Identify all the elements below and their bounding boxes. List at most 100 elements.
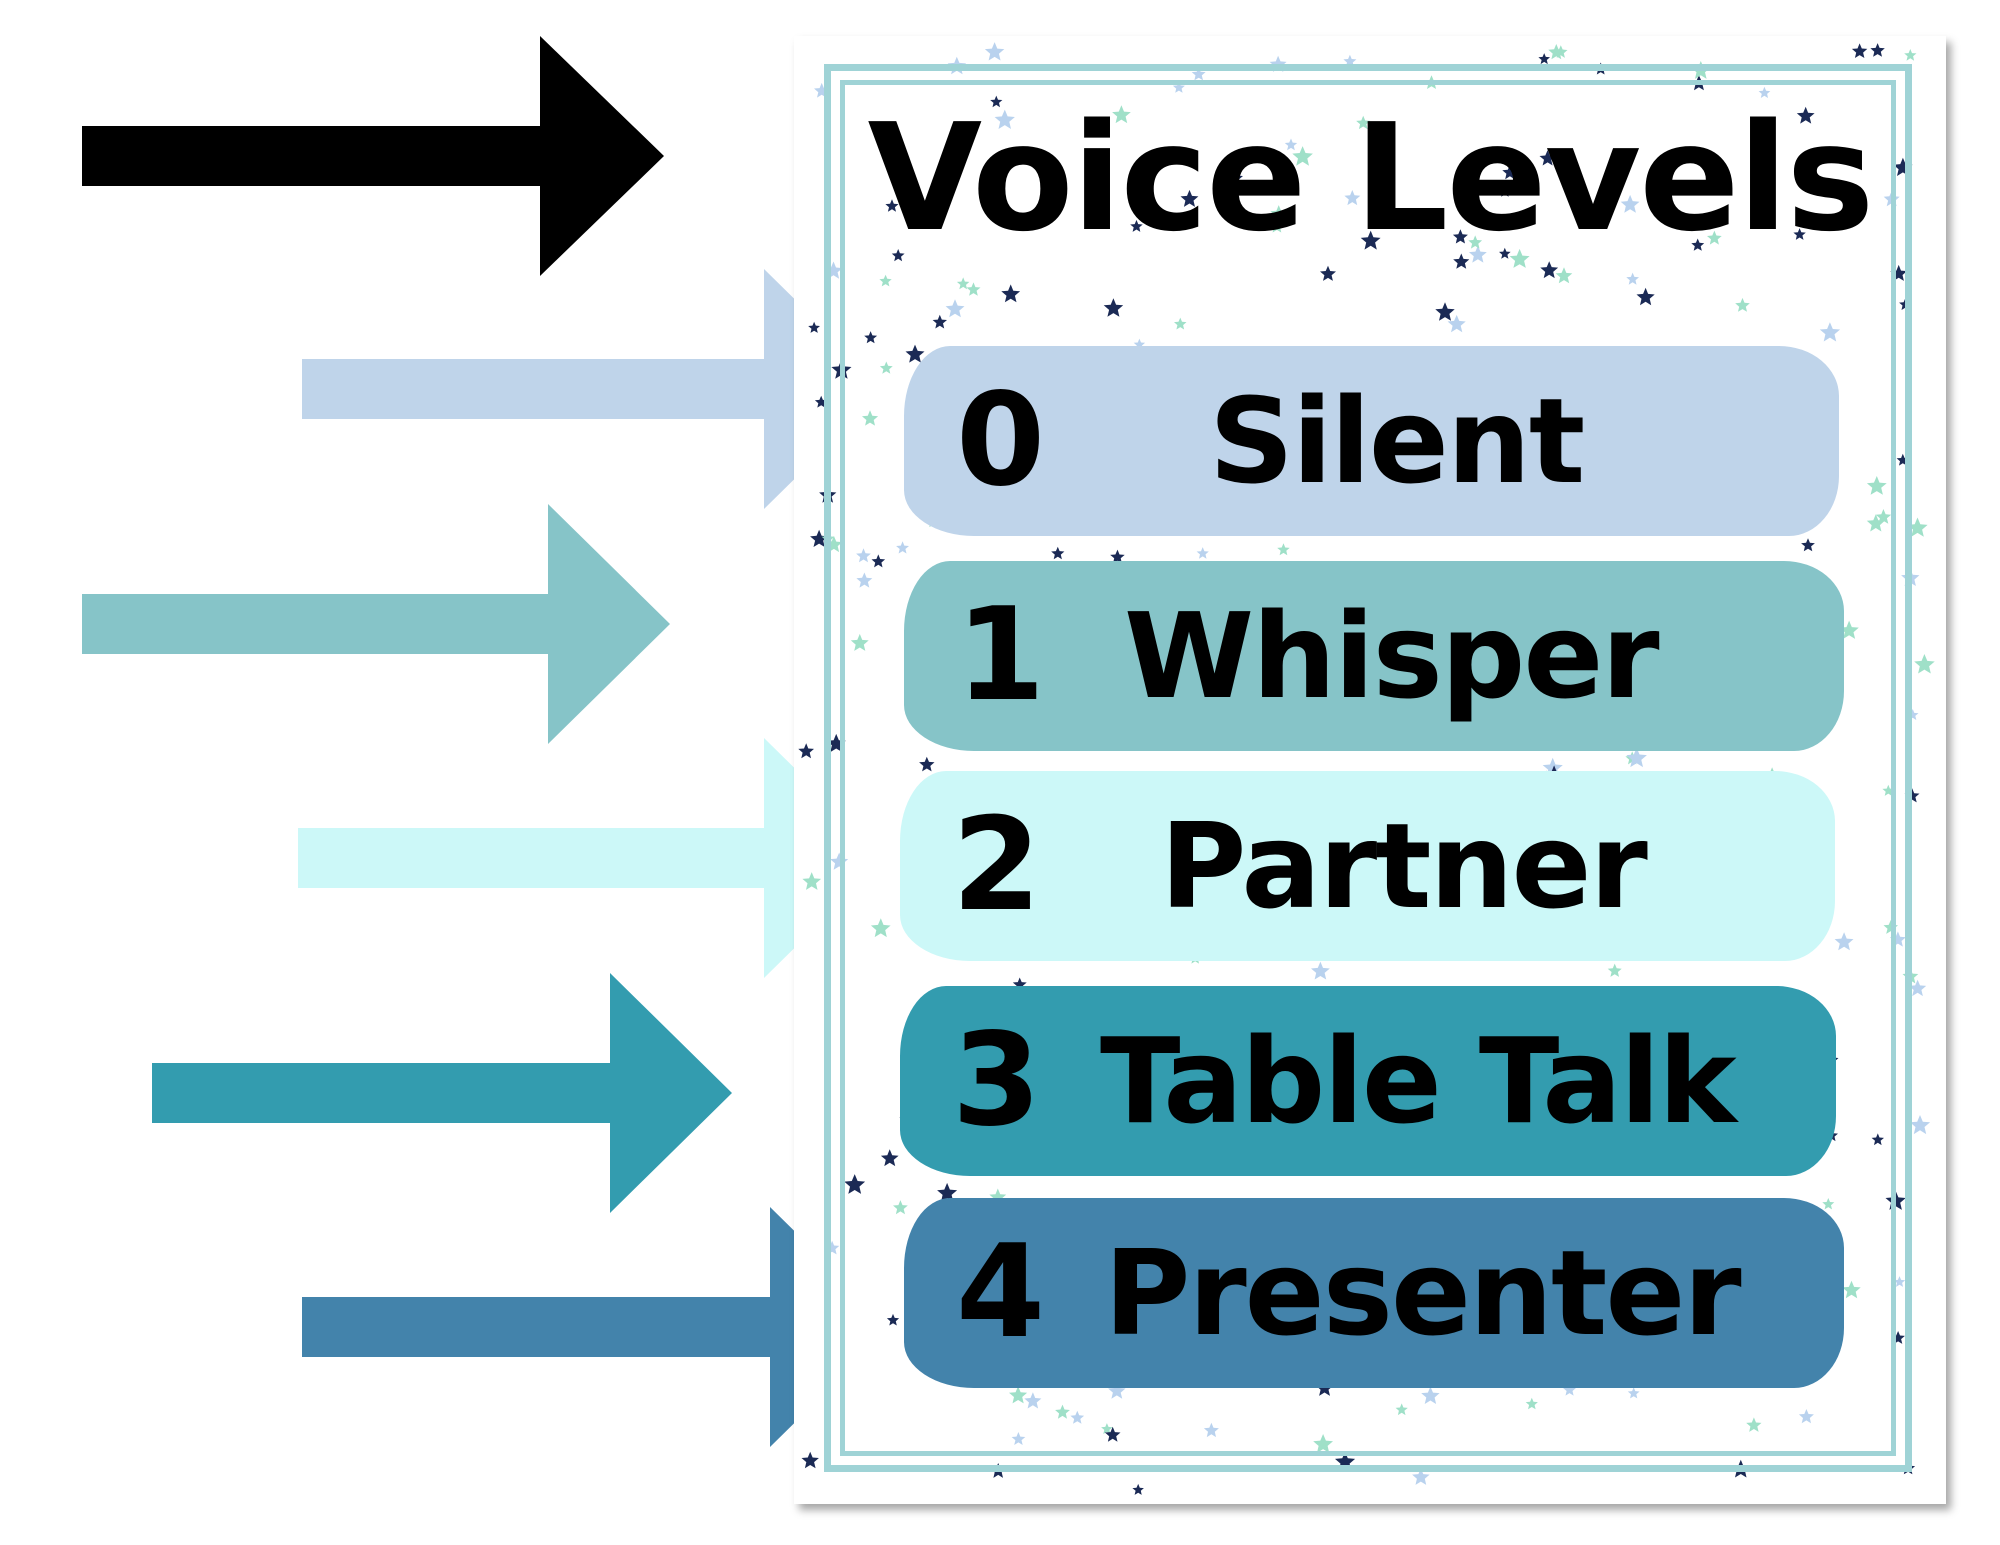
star-icon — [1798, 1409, 1814, 1424]
star-icon — [1132, 1483, 1144, 1495]
star-icon — [885, 199, 899, 212]
star-icon — [1292, 146, 1313, 166]
level-number: 3 — [952, 1006, 1042, 1155]
star-icon — [1691, 238, 1705, 251]
star-icon — [1360, 230, 1381, 250]
star-icon — [1627, 1387, 1640, 1399]
star-icon — [1055, 1404, 1070, 1419]
star-icon — [956, 277, 970, 290]
star-icon — [1024, 1392, 1042, 1409]
star-icon — [1626, 747, 1647, 768]
star-icon — [1001, 284, 1021, 303]
star-icon — [1540, 261, 1559, 279]
star-icon — [919, 756, 935, 772]
star-icon — [1468, 235, 1483, 249]
star-icon — [1607, 963, 1622, 977]
star-icon — [814, 82, 830, 98]
star-icon — [1909, 1115, 1931, 1135]
star-icon — [1468, 245, 1487, 263]
star-icon — [1447, 314, 1466, 333]
star-icon — [1893, 1276, 1906, 1287]
star-icon — [1620, 194, 1640, 213]
star-icon — [1435, 302, 1455, 321]
star-icon — [937, 1182, 958, 1202]
star-icon — [1758, 86, 1771, 98]
star-icon — [1453, 253, 1470, 269]
poster-outer-border — [824, 64, 1912, 1472]
star-icon — [802, 872, 822, 890]
star-icon — [1277, 543, 1290, 556]
star-icon — [994, 109, 1015, 129]
poster-title: Voice Levels — [867, 92, 1875, 264]
star-icon — [879, 274, 892, 287]
star-icon — [1502, 164, 1518, 180]
star-icon — [1395, 1403, 1408, 1416]
star-icon — [1908, 979, 1927, 997]
star-icon — [1498, 185, 1511, 197]
star-icon — [1284, 138, 1298, 151]
level-number: 0 — [956, 366, 1046, 515]
star-icon — [1172, 81, 1185, 93]
teal-arrow-icon — [152, 973, 732, 1213]
star-icon — [1174, 317, 1187, 330]
star-icon — [1866, 514, 1885, 532]
star-icon — [1191, 67, 1206, 81]
star-icon — [1914, 654, 1935, 674]
level-number: 1 — [956, 581, 1046, 730]
star-icon — [1525, 1397, 1538, 1410]
star-icon — [1311, 961, 1330, 980]
star-icon — [873, 124, 888, 139]
star-icon — [1421, 1386, 1440, 1404]
star-icon — [1011, 1432, 1026, 1445]
star-icon — [1203, 1422, 1219, 1438]
star-icon — [1539, 150, 1556, 166]
star-icon — [1562, 1383, 1577, 1396]
star-icon — [990, 95, 1003, 108]
star-icon — [1904, 49, 1917, 61]
star-icon — [1070, 1410, 1085, 1424]
star-icon — [1499, 247, 1511, 259]
poster-inner-border — [840, 80, 1896, 1456]
star-icon — [1607, 161, 1620, 174]
star-icon — [801, 1451, 819, 1469]
star-icon — [1851, 43, 1868, 58]
star-icon — [1108, 1382, 1126, 1399]
star-icon — [1796, 106, 1815, 124]
star-icon — [886, 1313, 900, 1326]
star-icon — [856, 548, 871, 563]
star-icon — [870, 918, 891, 938]
star-icon — [1538, 53, 1550, 65]
star-icon — [893, 1200, 908, 1215]
level-row-silent: 0 Silent — [904, 346, 1839, 536]
star-icon — [1636, 287, 1655, 306]
star-icon — [1270, 205, 1288, 222]
steel-blue-arrow-icon — [302, 1207, 892, 1447]
star-icon — [880, 1149, 899, 1167]
star-icon — [1344, 190, 1361, 206]
star-icon — [932, 314, 947, 329]
star-icon — [844, 1174, 866, 1194]
star-icon — [891, 249, 905, 262]
star-icon — [871, 554, 886, 568]
star-icon — [1110, 549, 1125, 564]
star-icon — [1509, 248, 1530, 268]
star-icon — [810, 529, 829, 547]
star-icon — [1313, 1434, 1333, 1453]
star-icon — [1822, 1198, 1835, 1210]
aqua-arrow-icon — [82, 504, 670, 744]
star-icon — [1871, 1133, 1884, 1146]
star-icon — [1907, 517, 1928, 537]
voice-levels-poster: Voice Levels 0 Silent 1 Whisper 2 Partne… — [794, 36, 1946, 1504]
light-blue-arrow-icon — [302, 269, 886, 509]
star-icon — [1343, 54, 1357, 67]
star-icon — [808, 321, 820, 333]
star-icon — [1269, 219, 1284, 233]
star-icon — [896, 541, 909, 554]
level-label: Silent — [1209, 372, 1585, 510]
star-icon — [1746, 1417, 1762, 1432]
star-icon — [862, 410, 879, 426]
star-icon — [1051, 546, 1065, 560]
star-icon — [1196, 547, 1209, 559]
star-icon — [984, 42, 1005, 61]
level-row-table-talk: 3 Table Talk — [900, 986, 1836, 1176]
